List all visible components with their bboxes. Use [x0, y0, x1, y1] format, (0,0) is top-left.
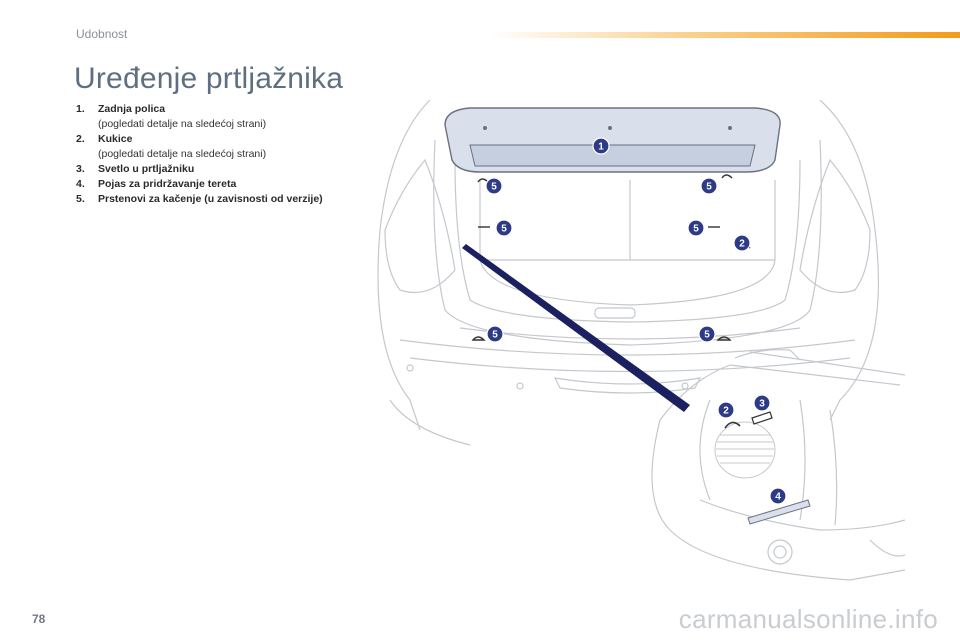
badge-1-label: 1 — [598, 142, 604, 153]
badge-1: 1 — [592, 137, 610, 155]
badge-5-label: 5 — [492, 330, 498, 341]
badge-3: 3 — [753, 394, 771, 412]
badge-5-mid-left: 5 — [495, 219, 513, 237]
badge-5-top-right: 5 — [700, 177, 718, 195]
item-note: (pogledati detalje na sledećoj strani) — [98, 118, 267, 130]
item-number: 2. — [76, 133, 85, 145]
badge-3-label: 3 — [759, 399, 765, 410]
item-label: Prstenovi za kačenje (u zavisnosti od ve… — [98, 193, 323, 205]
badge-5-mid-right: 5 — [687, 219, 705, 237]
item-label: Zadnja polica — [98, 103, 166, 115]
badge-5-label: 5 — [706, 182, 712, 193]
section-label: Udobnost — [76, 27, 128, 41]
list-item: 5. Prstenovi za kačenje (u zavisnosti od… — [76, 192, 346, 207]
list-item: 3. Svetlo u prtljažniku — [76, 162, 346, 177]
item-note: (pogledati detalje na sledećoj strani) — [98, 148, 267, 160]
badge-5-label: 5 — [693, 224, 699, 235]
badge-5-label: 5 — [491, 182, 497, 193]
item-number: 1. — [76, 103, 85, 115]
badge-5-low-right: 5 — [698, 325, 716, 343]
page-title: Uređenje prtljažnika — [74, 62, 344, 95]
badge-5-label: 5 — [501, 224, 507, 235]
badge-2-label: 2 — [739, 239, 745, 250]
badge-4-label: 4 — [775, 492, 781, 503]
item-number: 3. — [76, 163, 85, 175]
page-number: 78 — [32, 612, 46, 626]
list-item: 4. Pojas za pridržavanje tereta — [76, 177, 346, 192]
item-number: 4. — [76, 178, 85, 190]
item-label: Svetlo u prtljažniku — [98, 163, 195, 175]
badge-2-interior: 2 — [717, 401, 735, 419]
trunk-illustration: 1 5 5 5 5 2 5 5 2 3 4 — [377, 100, 906, 581]
item-label: Pojas za pridržavanje tereta — [98, 178, 237, 190]
badge-2-label: 2 — [723, 406, 729, 417]
watermark: carmanualsonline.info — [678, 604, 938, 634]
item-label: Kukice — [98, 133, 133, 145]
header-accent-bar — [490, 32, 960, 38]
badge-5-top-left: 5 — [485, 177, 503, 195]
badge-4: 4 — [769, 487, 787, 505]
item-number: 5. — [76, 193, 85, 205]
list-item: 1. Zadnja polica (pogledati detalje na sl… — [76, 102, 346, 132]
list-item: 2. Kukice (pogledati detalje na sledećoj … — [76, 132, 346, 162]
badge-5-label: 5 — [704, 330, 710, 341]
badge-5-low-left: 5 — [486, 325, 504, 343]
badge-2-trunk: 2 — [733, 234, 751, 252]
legend-list: 1. Zadnja polica (pogledati detalje na sl… — [76, 102, 346, 207]
